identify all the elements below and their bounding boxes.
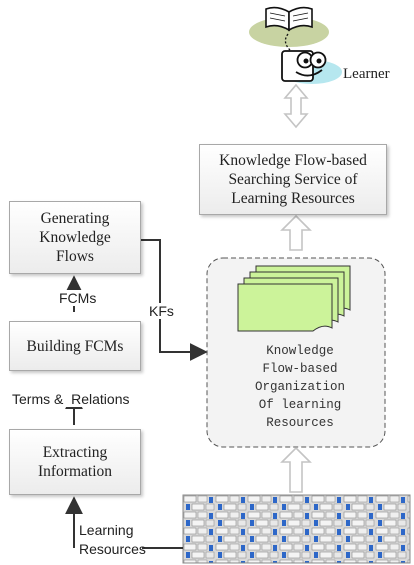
building-fcms-box: Building FCMs	[9, 321, 141, 371]
extracting-information-box: Extracting Information	[9, 429, 141, 495]
terms-relations-label: Terms & Relations	[11, 391, 131, 407]
thought-connector	[284, 33, 291, 51]
organization-to-service-arrow	[280, 214, 312, 251]
book-icon	[249, 6, 329, 47]
resources-to-organization-arrow	[280, 446, 312, 493]
documents-icon	[237, 265, 351, 332]
searching-service-box: Knowledge Flow-based Searching Service o…	[199, 144, 387, 215]
generating-knowledge-flows-box: Generating Knowledge Flows	[9, 201, 141, 274]
learner-icon	[281, 50, 342, 84]
learning-resources-collage	[182, 494, 411, 564]
arrow-kfs	[141, 239, 208, 361]
learner-label: Learner	[343, 66, 390, 82]
learning-resources-label: Learning Resources	[79, 522, 146, 557]
learner-service-double-arrow	[283, 83, 309, 129]
fcms-label: FCMs	[57, 290, 99, 306]
kfs-label: KFs	[147, 303, 176, 319]
organization-label: Knowledge Flow-based Organization Of lea…	[254, 344, 345, 430]
